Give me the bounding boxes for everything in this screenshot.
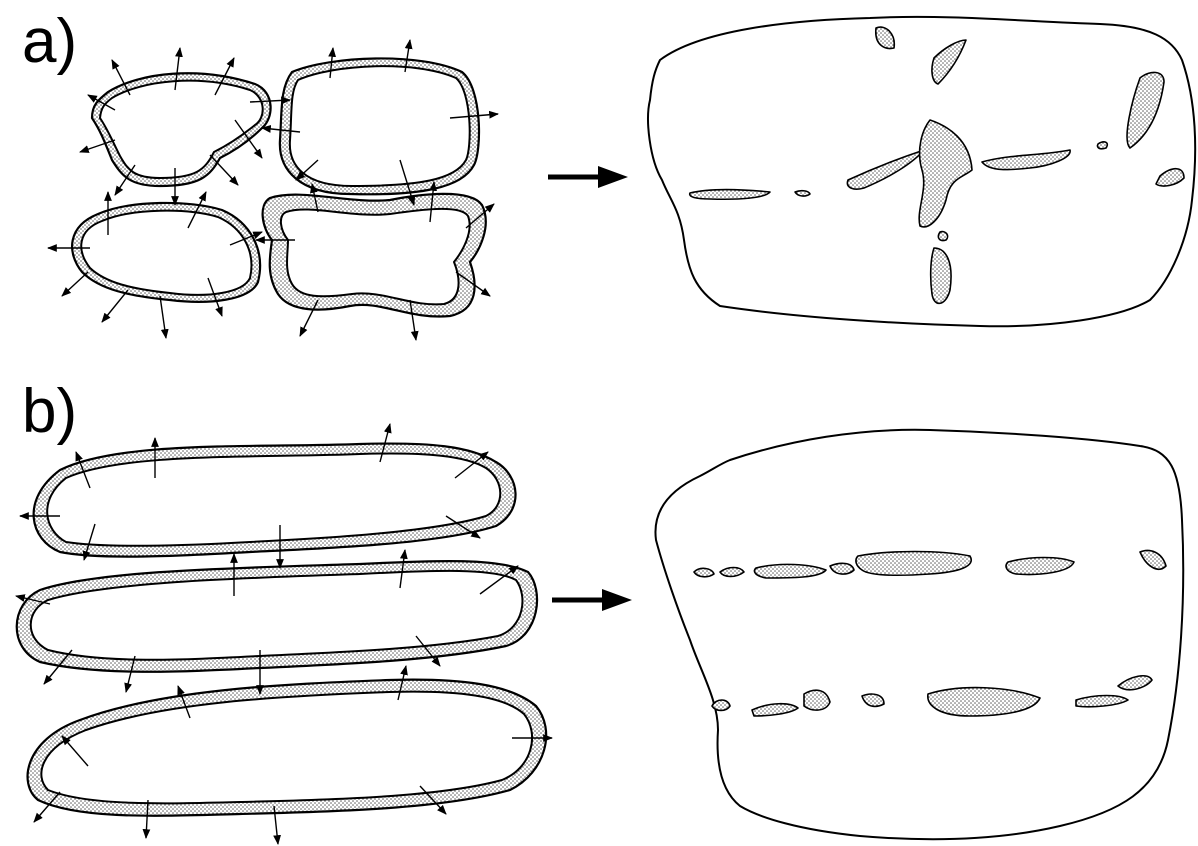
panel-a-result — [648, 17, 1195, 326]
panel-a-transition-arrow — [548, 166, 628, 188]
sintered-body — [655, 430, 1183, 839]
melt-pocket — [712, 700, 730, 711]
melt-pocket — [938, 232, 947, 241]
panel-b-result — [655, 430, 1183, 839]
melt-pocket — [1097, 142, 1107, 149]
melt-pocket — [856, 552, 971, 576]
melt-pocket — [795, 191, 810, 196]
panel-b-grains — [17, 444, 546, 816]
panel-b-transition-arrow — [552, 589, 632, 611]
melt-pocket — [754, 564, 826, 578]
panel-b-label: b) — [22, 377, 77, 446]
panel-a-grains — [72, 58, 486, 316]
melt-pocket — [690, 190, 770, 200]
grain-core — [100, 81, 263, 178]
grain-core — [281, 209, 470, 304]
melt-pocket — [694, 568, 714, 576]
panel-a-label: a) — [22, 7, 77, 76]
grain-core — [290, 66, 470, 186]
